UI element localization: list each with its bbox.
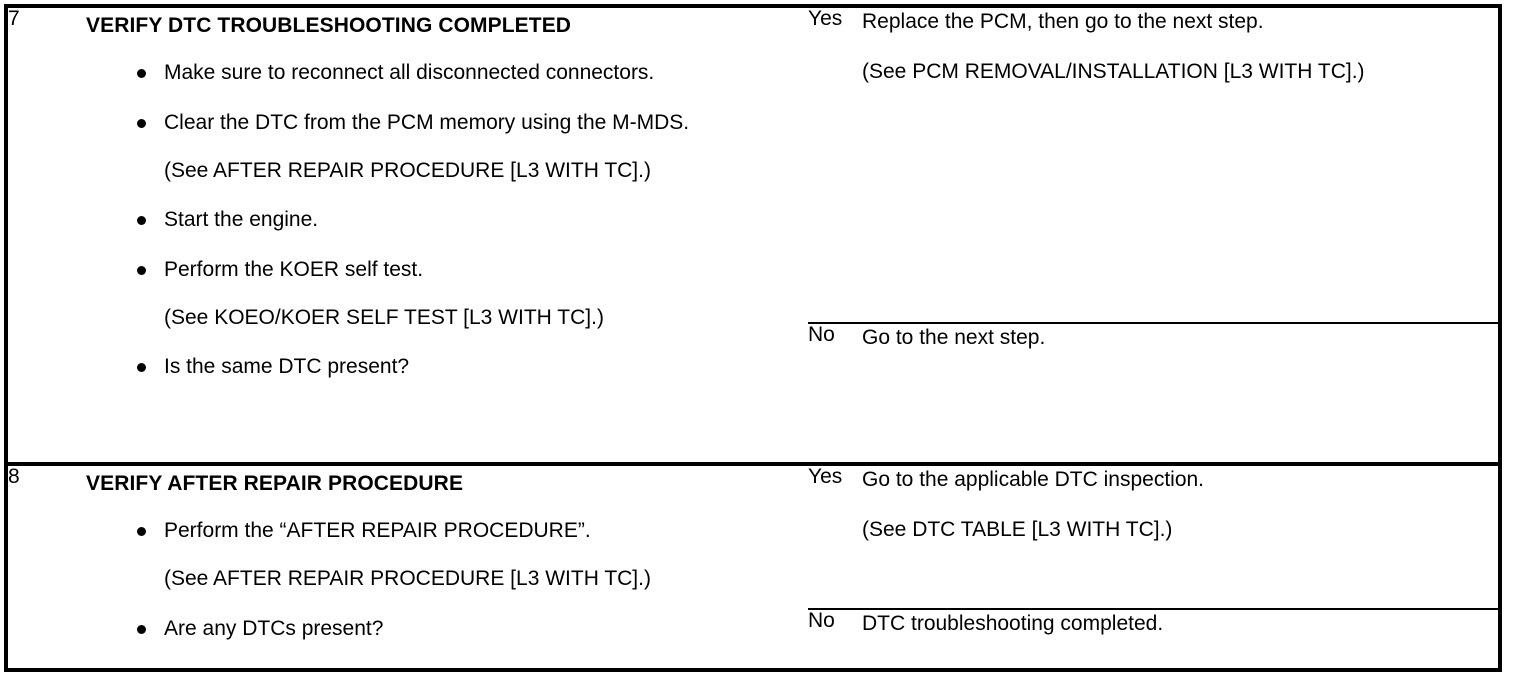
procedure-cell: VERIFY DTC TROUBLESHOOTING COMPLETED Mak…: [84, 6, 808, 464]
answers-cell: Yes Replace the PCM, then go to the next…: [808, 6, 1500, 464]
answer-label-no: No: [808, 608, 862, 668]
list-item: Start the engine.: [84, 206, 808, 234]
table-row-step-8: 8 VERIFY AFTER REPAIR PROCEDURE Perform …: [6, 462, 1500, 670]
list-item: Clear the DTC from the PCM memory using …: [84, 109, 808, 137]
answers-table: Yes Replace the PCM, then go to the next…: [808, 8, 1498, 462]
answers-table: Yes Go to the applicable DTC inspection.…: [808, 466, 1498, 668]
answers-cell: Yes Go to the applicable DTC inspection.…: [808, 462, 1500, 670]
answer-line: Go to the next step.: [862, 326, 1046, 349]
step-number: 8: [8, 465, 20, 488]
procedure-list: Perform the “AFTER REPAIR PROCEDURE”. (S…: [84, 517, 808, 642]
procedure-cell: VERIFY AFTER REPAIR PROCEDURE Perform th…: [84, 462, 808, 670]
list-item-note: (See KOEO/KOER SELF TEST [L3 WITH TC].): [164, 305, 604, 329]
answer-action-yes: Replace the PCM, then go to the next ste…: [862, 8, 1498, 323]
answer-row-no: No Go to the next step.: [808, 322, 1498, 462]
answer-row-no: No DTC troubleshooting completed.: [808, 608, 1498, 668]
answer-line-reference: (See DTC TABLE [L3 WITH TC].): [862, 517, 1173, 541]
list-item-note: (See AFTER REPAIR PROCEDURE [L3 WITH TC]…: [164, 158, 651, 182]
answer-row-yes: Yes Go to the applicable DTC inspection.…: [808, 466, 1498, 609]
list-item: Is the same DTC present?: [84, 353, 808, 381]
list-item: Are any DTCs present?: [84, 615, 808, 643]
answer-line: Go to the applicable DTC inspection.: [862, 468, 1205, 491]
answer-action-no: Go to the next step.: [862, 322, 1498, 462]
answer-line: Replace the PCM, then go to the next ste…: [862, 10, 1264, 33]
procedure-list: Make sure to reconnect all disconnected …: [84, 59, 808, 381]
answer-line-reference: (See PCM REMOVAL/INSTALLATION [L3 WITH T…: [862, 59, 1365, 83]
procedure-title: VERIFY AFTER REPAIR PROCEDURE: [86, 472, 464, 495]
answer-line: DTC troubleshooting completed.: [862, 612, 1164, 635]
troubleshooting-table: 7 VERIFY DTC TROUBLESHOOTING COMPLETED M…: [4, 4, 1502, 672]
answer-row-yes: Yes Replace the PCM, then go to the next…: [808, 8, 1498, 323]
step-number-cell: 8: [6, 462, 84, 670]
table-body: 7 VERIFY DTC TROUBLESHOOTING COMPLETED M…: [6, 6, 1500, 670]
list-item: Perform the “AFTER REPAIR PROCEDURE”.: [84, 517, 808, 545]
procedure-title: VERIFY DTC TROUBLESHOOTING COMPLETED: [86, 14, 572, 37]
list-item: Perform the KOER self test.: [84, 256, 808, 284]
answer-action-yes: Go to the applicable DTC inspection. (Se…: [862, 466, 1498, 609]
answer-label-yes: Yes: [808, 7, 843, 30]
list-item: Make sure to reconnect all disconnected …: [84, 59, 808, 87]
list-item-note: (See AFTER REPAIR PROCEDURE [L3 WITH TC]…: [164, 566, 651, 590]
table-row-step-7: 7 VERIFY DTC TROUBLESHOOTING COMPLETED M…: [6, 6, 1500, 464]
step-number: 7: [8, 7, 20, 30]
answer-action-no: DTC troubleshooting completed.: [862, 608, 1498, 668]
answer-label-yes: Yes: [808, 465, 843, 488]
answer-label-no: No: [808, 322, 862, 462]
step-number-cell: 7: [6, 6, 84, 464]
